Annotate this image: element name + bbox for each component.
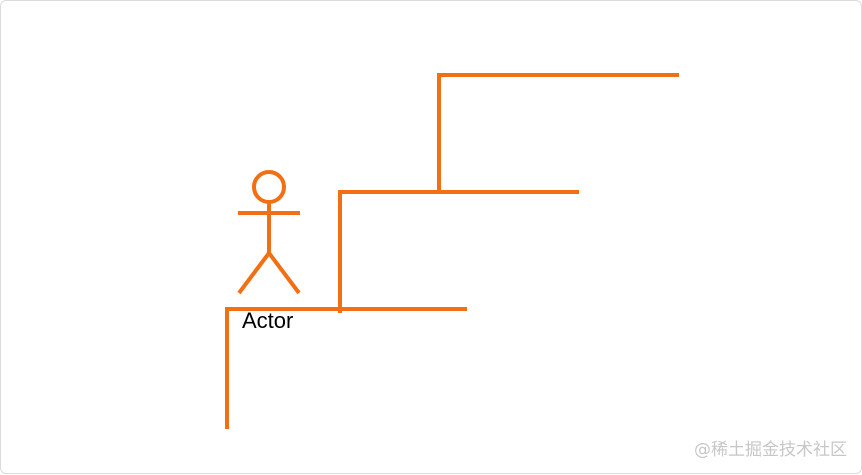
actor-right-leg — [267, 251, 301, 295]
step-line-level-1 — [225, 307, 467, 429]
step-line-level-2 — [338, 190, 579, 313]
actor-figure — [237, 170, 301, 295]
step-line-level-3 — [437, 73, 679, 192]
actor-label: Actor — [242, 308, 294, 333]
actor-head — [252, 170, 286, 204]
step-lines — [225, 73, 679, 429]
watermark-text: @稀土掘金技术社区 — [694, 440, 847, 460]
actor-left-leg — [237, 251, 271, 295]
